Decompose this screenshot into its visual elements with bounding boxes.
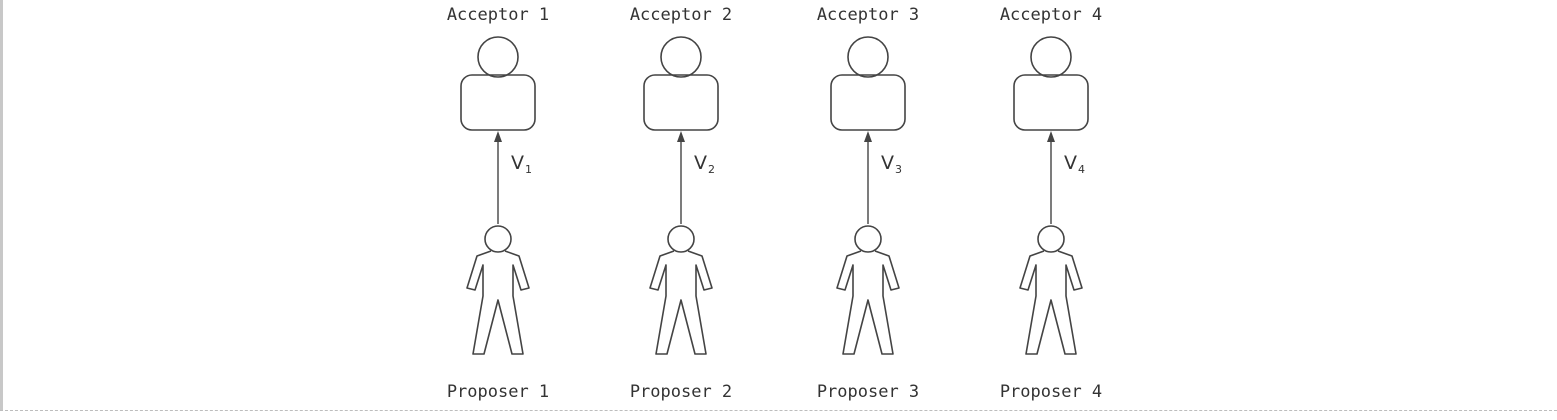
- value-sub-3: 3: [895, 163, 902, 176]
- proposer-label-3: Proposer 3: [816, 382, 920, 402]
- value-label-3: V3: [881, 152, 902, 176]
- arrow-4: [1047, 131, 1055, 224]
- acceptor-label-4: Acceptor 4: [999, 5, 1103, 25]
- acceptor-user-icon-1: [460, 36, 536, 131]
- left-border: [0, 0, 3, 419]
- acceptor-user-icon-3: [830, 36, 906, 131]
- arrow-1: [494, 131, 502, 224]
- value-sub-2: 2: [708, 163, 715, 176]
- pair-3: Acceptor 3 V3 Proposer 3: [803, 0, 1003, 419]
- bottom-border: [0, 410, 1557, 420]
- value-base-2: V: [694, 152, 707, 174]
- value-label-4: V4: [1064, 152, 1085, 176]
- value-base-1: V: [511, 152, 524, 174]
- proposer-label-1: Proposer 1: [446, 382, 550, 402]
- proposer-label-4: Proposer 4: [999, 382, 1103, 402]
- value-base-3: V: [881, 152, 894, 174]
- arrow-2: [677, 131, 685, 224]
- value-sub-4: 4: [1078, 163, 1085, 176]
- proposer-label-2: Proposer 2: [629, 382, 733, 402]
- arrow-3: [864, 131, 872, 224]
- acceptor-label-3: Acceptor 3: [816, 5, 920, 25]
- proposer-stick-person-icon-4: [1019, 225, 1083, 355]
- value-label-2: V2: [694, 152, 715, 176]
- proposer-stick-person-icon-2: [649, 225, 713, 355]
- pair-1: Acceptor 1 V1 Proposer 1: [433, 0, 633, 419]
- acceptor-user-icon-2: [643, 36, 719, 131]
- acceptor-label-2: Acceptor 2: [629, 5, 733, 25]
- acceptor-user-icon-4: [1013, 36, 1089, 131]
- pair-4: Acceptor 4 V4 Proposer 4: [986, 0, 1186, 419]
- acceptor-label-1: Acceptor 1: [446, 5, 550, 25]
- proposer-stick-person-icon-1: [466, 225, 530, 355]
- pair-2: Acceptor 2 V2 Proposer 2: [616, 0, 816, 419]
- proposer-stick-person-icon-3: [836, 225, 900, 355]
- value-label-1: V1: [511, 152, 532, 176]
- value-sub-1: 1: [525, 163, 532, 176]
- value-base-4: V: [1064, 152, 1077, 174]
